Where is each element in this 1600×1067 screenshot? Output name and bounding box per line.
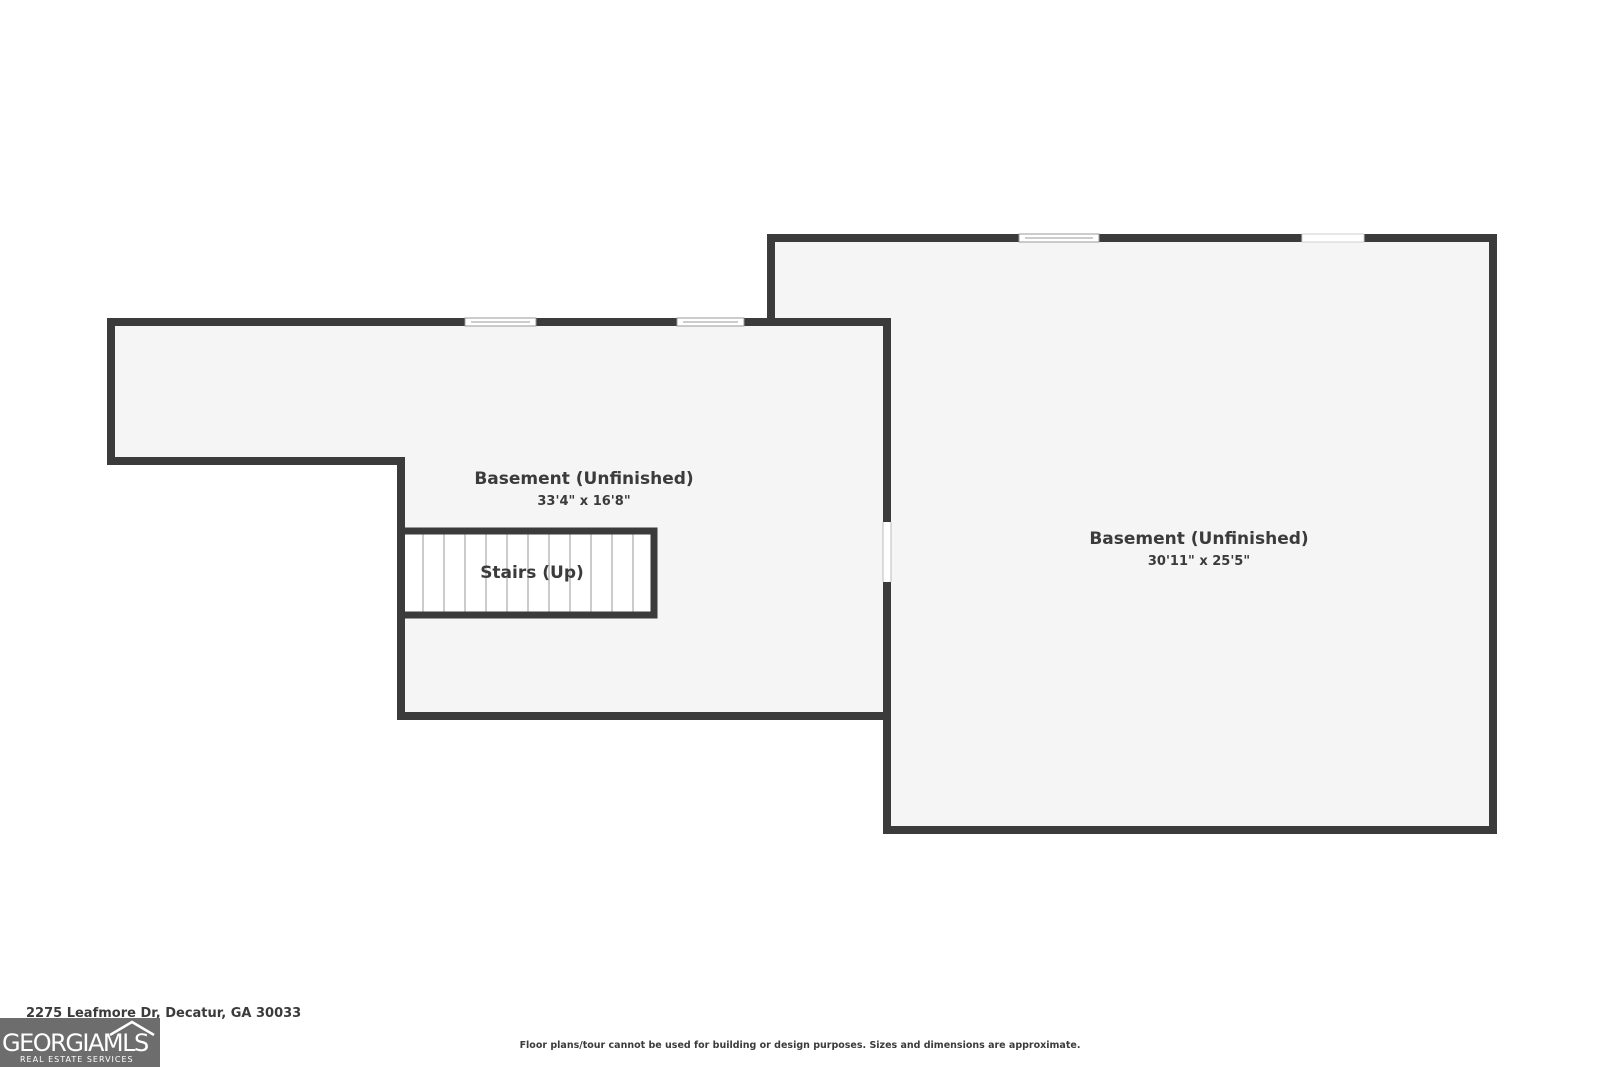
room-dimensions-left-basement: 33'4" x 16'8" [537,494,630,509]
room-name-left-basement: Basement (Unfinished) [474,469,693,489]
disclaimer-text: Floor plans/tour cannot be used for buil… [519,1040,1081,1051]
room-dimensions-right-basement: 30'11" x 25'5" [1148,554,1250,569]
logo-tagline: REAL ESTATE SERVICES [20,1055,134,1064]
stairs [401,527,658,619]
room-name-stairs: Stairs (Up) [480,563,584,583]
room-name-right-basement: Basement (Unfinished) [1089,529,1308,549]
georgia-mls-logo: GEORGIAMLS REAL ESTATE SERVICES [0,1018,160,1067]
window-left-1 [464,317,537,327]
doorway-opening [883,522,891,582]
right-basement-floor [771,238,1493,830]
window-right-1 [1018,233,1100,243]
left-basement-floor [111,322,887,716]
property-address: 2275 Leafmore Dr, Decatur, GA 30033 [26,1006,302,1021]
window-left-2 [676,317,745,327]
house-roof-icon [109,1020,155,1036]
left-basement-wall [107,318,887,720]
window-right-2 [1301,233,1365,243]
logo-wordmark: GEORGIAMLS [2,1029,149,1057]
right-basement-wall [767,234,1497,834]
